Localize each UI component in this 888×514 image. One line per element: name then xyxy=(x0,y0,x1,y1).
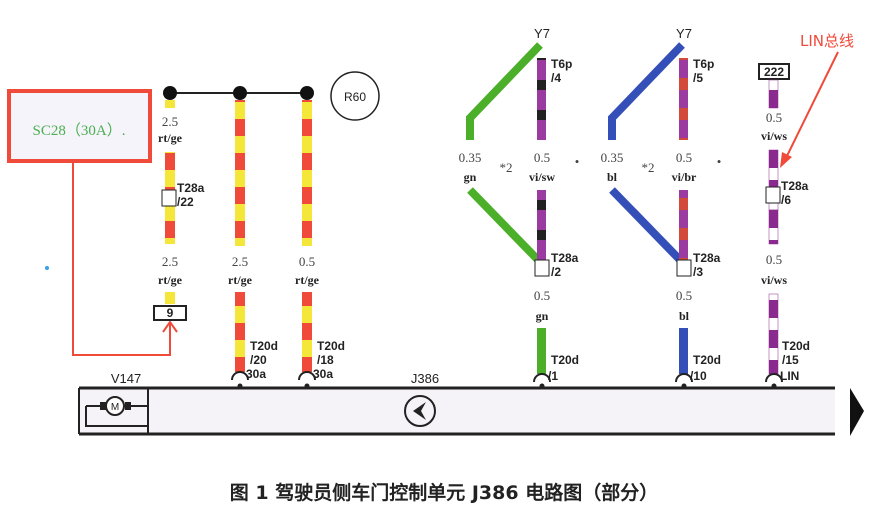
svg-text:rt/ge: rt/ge xyxy=(158,273,183,287)
svg-text:V147: V147 xyxy=(111,371,141,386)
svg-text:0.5: 0.5 xyxy=(766,252,782,267)
splice-node xyxy=(300,86,314,100)
svg-text:T20d: T20d xyxy=(551,353,579,367)
svg-text:*2: *2 xyxy=(642,160,655,175)
svg-text:T6p: T6p xyxy=(551,57,572,71)
svg-text:/2: /2 xyxy=(551,265,561,279)
svg-text:0.5: 0.5 xyxy=(766,110,782,125)
svg-text:vi/ws: vi/ws xyxy=(761,129,787,143)
svg-text:/22: /22 xyxy=(177,195,194,209)
svg-text:R60: R60 xyxy=(344,90,366,104)
svg-text:30a: 30a xyxy=(246,367,266,381)
svg-text:/18: /18 xyxy=(317,353,334,367)
svg-text:M: M xyxy=(111,402,119,413)
svg-text:Y7: Y7 xyxy=(676,26,692,41)
svg-text:T28a: T28a xyxy=(177,181,205,195)
svg-text:/20: /20 xyxy=(250,353,267,367)
wire-5: Y7 T6p /5 0.35 bl *2 0.5 vi/br • T28a /3… xyxy=(601,26,722,383)
svg-text:222: 222 xyxy=(764,65,784,79)
svg-text:vi/br: vi/br xyxy=(672,170,697,184)
svg-text:gn: gn xyxy=(464,170,477,184)
svg-text:J386: J386 xyxy=(411,371,439,386)
svg-text:/3: /3 xyxy=(693,265,703,279)
wire-3: 0.5 rt/ge T20d /18 30a xyxy=(295,100,345,381)
svg-text:rt/ge: rt/ge xyxy=(295,273,320,287)
svg-text:rt/ge: rt/ge xyxy=(158,131,183,145)
splice-node xyxy=(233,86,247,100)
splice-node xyxy=(163,86,177,100)
svg-text:0.5: 0.5 xyxy=(299,254,315,269)
svg-text:30a: 30a xyxy=(313,367,333,381)
svg-text:2.5: 2.5 xyxy=(162,254,178,269)
continue-arrow-icon xyxy=(850,388,864,436)
svg-text:vi/ws: vi/ws xyxy=(761,273,787,287)
svg-text:0.5: 0.5 xyxy=(534,288,550,303)
svg-text:bl: bl xyxy=(679,309,690,323)
wire-1: 2.5 rt/ge T28a /22 2.5 rt/ge 9 xyxy=(153,100,205,321)
svg-text:/1: /1 xyxy=(548,369,558,383)
svg-text:0.5: 0.5 xyxy=(676,288,692,303)
svg-text:T20d: T20d xyxy=(693,353,721,367)
svg-text:Y7: Y7 xyxy=(534,26,550,41)
svg-text:0.5: 0.5 xyxy=(534,150,550,165)
svg-text:LIN总线: LIN总线 xyxy=(800,32,854,50)
svg-text:T20d: T20d xyxy=(317,339,345,353)
svg-text:T20d: T20d xyxy=(782,339,810,353)
relay-r60: R60 xyxy=(330,71,380,121)
svg-text:0.35: 0.35 xyxy=(459,150,482,165)
wire-4: Y7 T6p /4 0.35 gn *2 0.5 vi/sw • T28a /2… xyxy=(459,26,580,383)
svg-text:/5: /5 xyxy=(693,71,703,85)
svg-text:/6: /6 xyxy=(781,193,791,207)
svg-text:•: • xyxy=(717,154,722,169)
figure-caption: 图 1 驾驶员侧车门控制单元 J386 电路图（部分） xyxy=(229,482,659,504)
svg-text:/4: /4 xyxy=(551,71,561,85)
module-j386: V147 M J386 xyxy=(78,371,864,436)
motor-icon: M xyxy=(85,396,148,427)
svg-text:T28a: T28a xyxy=(551,251,579,265)
svg-text:T28a: T28a xyxy=(781,179,809,193)
svg-text:rt/ge: rt/ge xyxy=(228,273,253,287)
svg-text:vi/sw: vi/sw xyxy=(529,170,555,184)
svg-text:/10: /10 xyxy=(690,369,707,383)
svg-text:T6p: T6p xyxy=(693,57,714,71)
svg-text:2.5: 2.5 xyxy=(232,254,248,269)
svg-text:gn: gn xyxy=(536,309,549,323)
svg-text:•: • xyxy=(575,154,580,169)
stray-mark xyxy=(45,266,49,270)
svg-text:/15: /15 xyxy=(782,353,799,367)
svg-text:T28a: T28a xyxy=(693,251,721,265)
svg-text:LIN: LIN xyxy=(780,369,799,383)
svg-text:T20d: T20d xyxy=(250,339,278,353)
fuse-sc28: SC28（30A）. xyxy=(7,89,178,356)
svg-text:2.5: 2.5 xyxy=(162,114,178,129)
svg-text:bl: bl xyxy=(607,170,618,184)
wire-2: 2.5 rt/ge T20d /20 30a xyxy=(228,100,278,381)
control-unit-icon xyxy=(404,395,436,427)
lin-annotation: LIN总线 xyxy=(780,32,854,168)
svg-text:0.35: 0.35 xyxy=(601,150,624,165)
svg-text:*2: *2 xyxy=(500,160,513,175)
wire-6-lin: 222 0.5 vi/ws T28a /6 0.5 vi/ws T20d /15… xyxy=(758,63,810,383)
svg-text:9: 9 xyxy=(167,306,174,320)
svg-text:0.5: 0.5 xyxy=(676,150,692,165)
fuse-label: SC28（30A）. xyxy=(33,122,126,139)
